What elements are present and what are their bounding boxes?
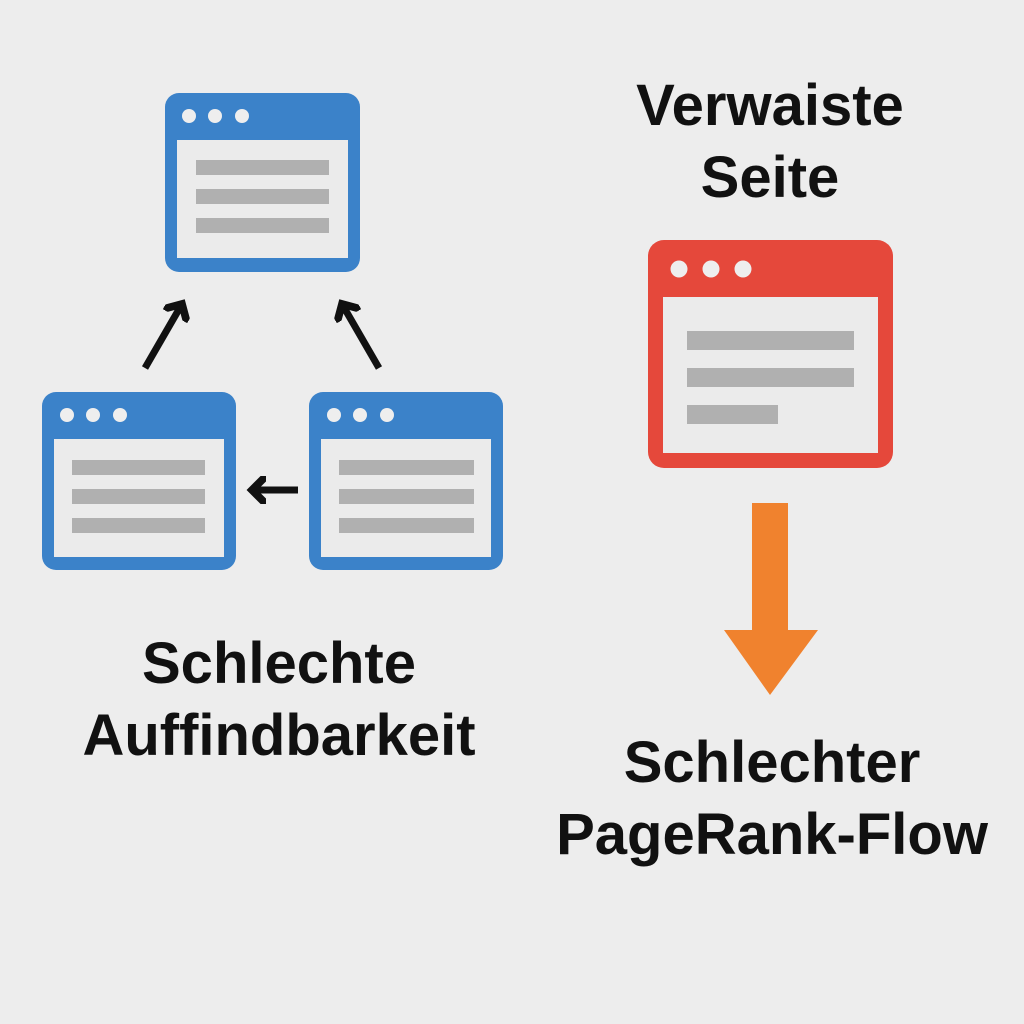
- down-arrow-icon: [724, 503, 818, 695]
- link-arrow-right-to-top: [342, 304, 383, 370]
- browser-window-right: [309, 392, 503, 570]
- browser-window-left: [42, 392, 236, 570]
- right-caption-line1: Schlechter: [623, 730, 921, 795]
- orphan-title-line1: Verwaiste: [636, 73, 904, 138]
- browser-window-top: [165, 93, 360, 272]
- left-caption: Schlechte Auffindbarkeit: [82, 628, 475, 772]
- left-caption-line2: Auffindbarkeit: [82, 703, 476, 768]
- orphan-title-line2: Seite: [700, 145, 840, 210]
- right-caption-line2: PageRank-Flow: [556, 802, 988, 867]
- link-arrow-left-to-top: [141, 304, 182, 370]
- orphan-page-title: Verwaiste Seite: [636, 70, 904, 214]
- orphan-page-window: [648, 240, 893, 468]
- right-caption: Schlechter PageRank-Flow: [556, 727, 988, 871]
- left-caption-line1: Schlechte: [142, 631, 416, 696]
